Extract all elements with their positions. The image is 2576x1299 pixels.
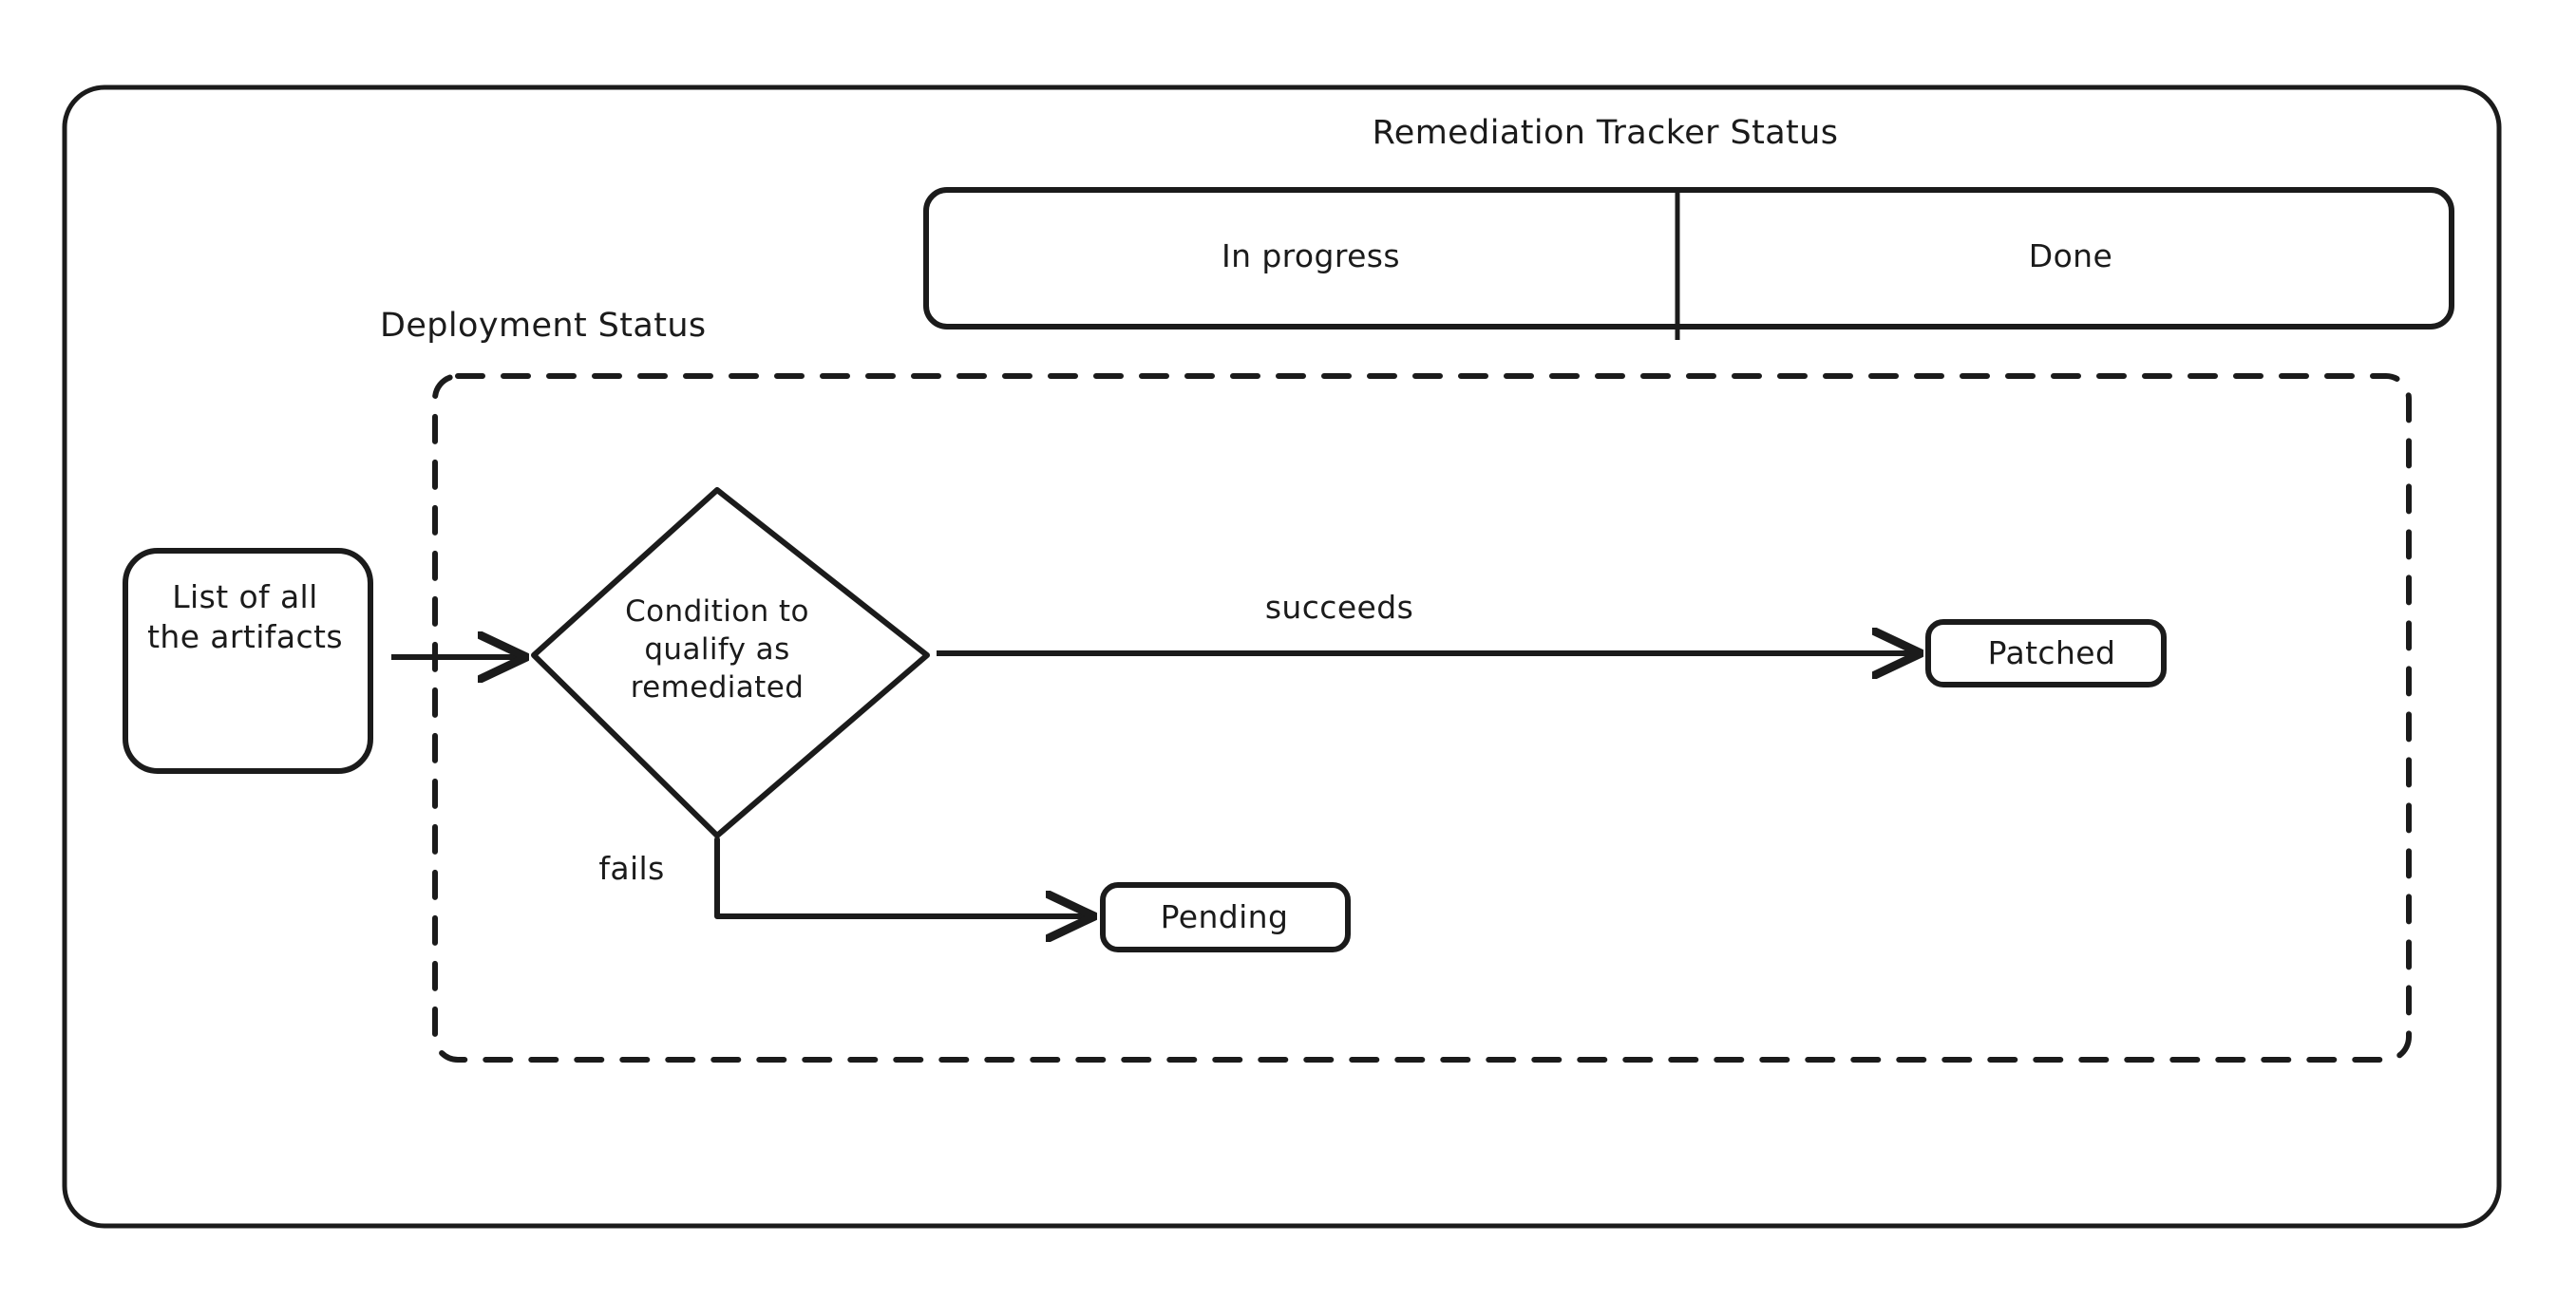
deployment-status-group [432,373,2412,1063]
outer-frame [62,85,2502,1229]
node-artifacts[interactable] [123,548,373,774]
node-condition[interactable] [531,487,930,838]
node-patched[interactable] [1925,619,2167,687]
node-pending[interactable] [1100,882,1351,952]
edge-condition-to-pending [714,837,1089,916]
swimlane-box [923,187,2454,329]
